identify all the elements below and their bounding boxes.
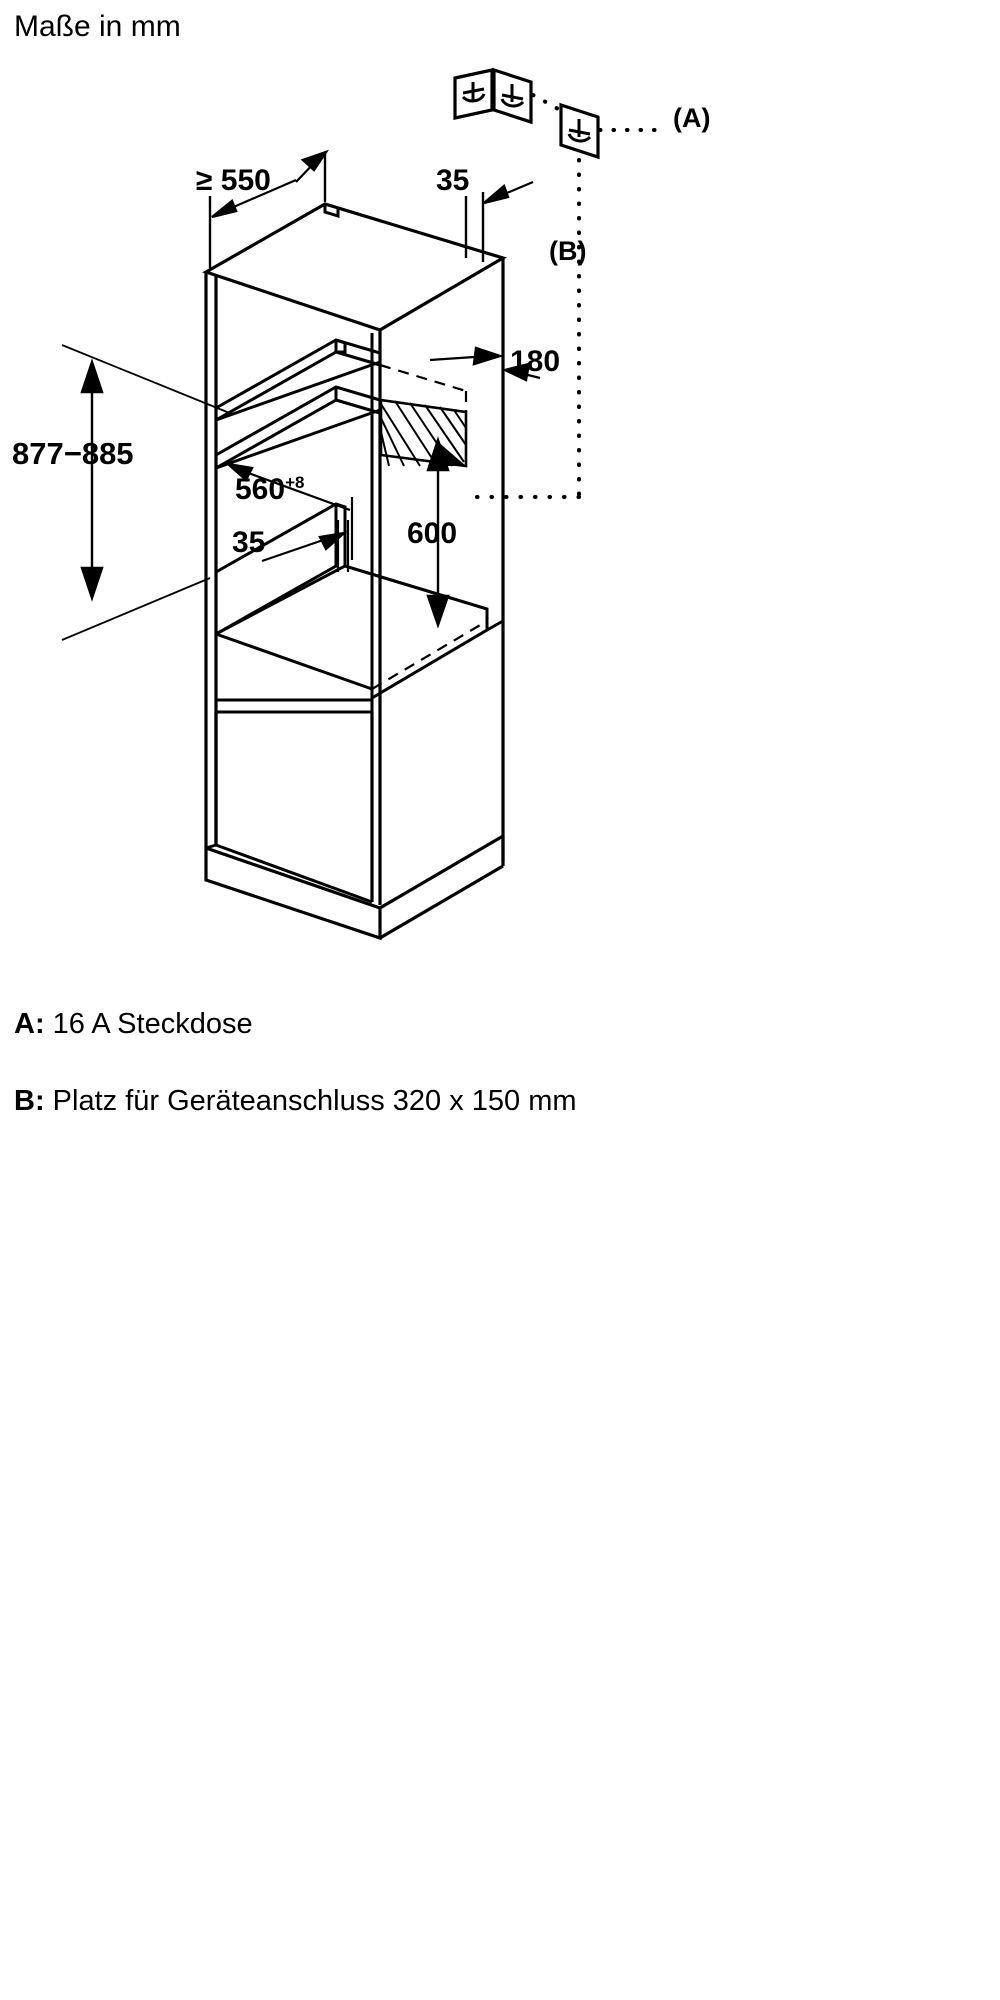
dimension-label-socket-zone: 180: [510, 345, 561, 378]
dimension-label-front-offset: 35: [232, 526, 266, 559]
dimension-label-top-offset: 35: [436, 164, 470, 197]
socket-leader-dotted-lines: [464, 93, 667, 499]
power-socket-icon-1: [453, 68, 494, 120]
legend-text-a-spacer: [45, 1008, 53, 1040]
legend-key-b: B:: [14, 1085, 45, 1117]
legend-entry-b: B: Platz für Geräteanschluss 320 x 150 m…: [14, 1085, 577, 1118]
legend-entry-a: A: 16 A Steckdose: [14, 1008, 253, 1041]
niche-width-value: 560: [235, 473, 286, 506]
dimension-label-niche-width: 560+8: [235, 474, 304, 505]
reference-marker-b: (B): [549, 236, 587, 266]
legend-text-a: 16 A Steckdose: [52, 1008, 253, 1040]
page-title: Maße in mm: [14, 10, 181, 43]
legend-text-b-spacer: [45, 1085, 53, 1117]
power-socket-icon-3: [559, 102, 600, 160]
dimension-label-niche-depth: ≥ 550: [196, 164, 271, 197]
dimension-label-height-range: 877−885: [12, 436, 134, 471]
legend-key-a: A:: [14, 1008, 45, 1040]
appliance-connection-zone-b: [379, 398, 468, 468]
dimension-label-connection-height: 600: [407, 517, 458, 550]
cabinet-body: [202, 202, 507, 941]
legend-text-b: Platz für Geräteanschluss 320 x 150 mm: [52, 1085, 577, 1117]
reference-marker-a: (A): [673, 103, 711, 133]
dimension-lines: [61, 149, 541, 641]
niche-width-tolerance: +8: [285, 473, 305, 492]
power-socket-icon-2: [492, 67, 533, 125]
power-socket-icon-group: [453, 67, 600, 160]
